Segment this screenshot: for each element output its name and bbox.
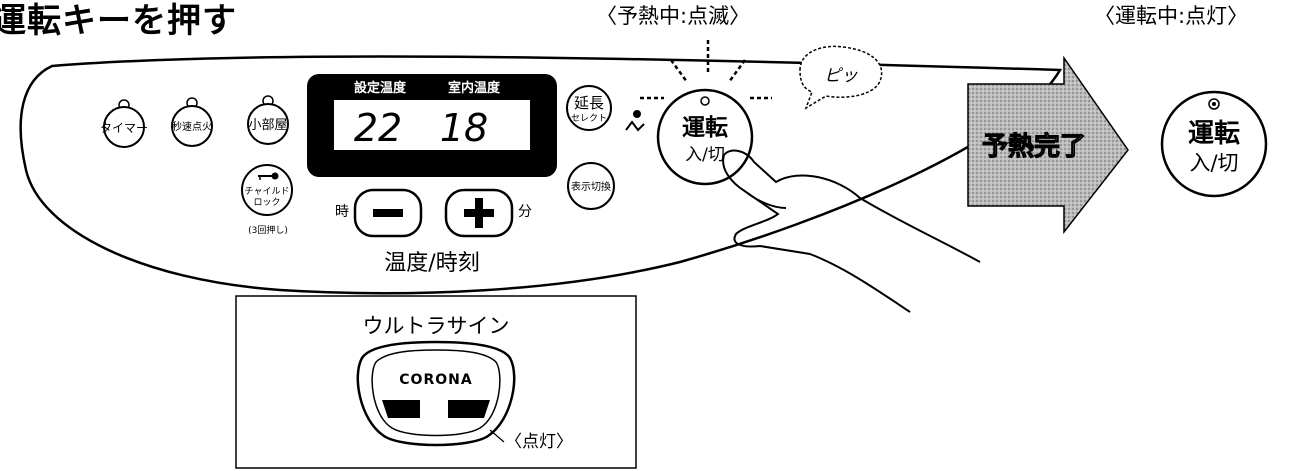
brand-logo: CORONA xyxy=(399,372,472,388)
child-lock-button[interactable]: チャイルド ロック xyxy=(241,164,293,216)
arrow-text: 予熱完了 xyxy=(982,131,1086,162)
extend-label-line2: セレクト xyxy=(571,113,607,124)
indicator-lamp xyxy=(633,110,641,118)
beep-bubble: ピッ xyxy=(799,45,883,110)
key-icon xyxy=(258,172,279,180)
lcd-display: 設定温度 室内温度 22 18 xyxy=(307,74,557,177)
run-key-lit-label-bottom: 入/切 xyxy=(1189,151,1238,175)
beep-text: ピッ xyxy=(824,66,858,86)
plus-button[interactable] xyxy=(444,188,514,238)
minus-button[interactable] xyxy=(353,188,423,238)
set-temp-value: 22 xyxy=(354,106,402,150)
ultrasign-status: 〈点灯〉 xyxy=(505,432,573,452)
run-key-label-top: 運転 xyxy=(682,115,728,141)
quick-ignite-button-label: 秒速点火 xyxy=(172,120,212,133)
extend-label-line1: 延長 xyxy=(574,94,604,112)
ultrasign-box: ウルトラサイン CORONA 〈点灯〉 xyxy=(235,295,637,469)
minus-icon xyxy=(373,209,403,217)
hand-illustration xyxy=(722,149,981,313)
room-temp-label: 室内温度 xyxy=(448,80,501,96)
display-toggle-label: 表示切換 xyxy=(571,180,611,193)
run-key-lit: 運転 入/切 xyxy=(1160,90,1268,198)
run-key-button[interactable]: 運転 入/切 xyxy=(656,88,754,186)
display-toggle-button[interactable]: 表示切換 xyxy=(567,162,615,210)
page-title: 運転キーを押す xyxy=(0,1,237,41)
hour-label: 時 xyxy=(335,204,349,220)
adjust-caption: 温度/時刻 xyxy=(384,251,479,276)
plus-icon xyxy=(464,198,494,228)
run-key-lit-label-top: 運転 xyxy=(1188,119,1240,149)
preheat-complete-arrow: 予熱完了 xyxy=(967,55,1129,235)
flame-icon xyxy=(625,120,645,132)
child-lock-note: (3回押し) xyxy=(248,224,288,236)
small-room-button[interactable]: 小部屋 xyxy=(247,95,289,145)
child-lock-label-line1: チャイルド xyxy=(245,186,290,197)
running-state-caption: 〈運転中:点灯〉 xyxy=(1094,4,1249,28)
small-room-button-label: 小部屋 xyxy=(248,118,287,133)
quick-ignite-button[interactable]: 秒速点火 xyxy=(171,97,213,147)
minute-label: 分 xyxy=(518,204,532,220)
run-key-label-bottom: 入/切 xyxy=(685,145,725,165)
child-lock-label-line2: ロック xyxy=(253,197,280,208)
flashing-rays-icon xyxy=(640,40,772,100)
timer-button[interactable]: タイマー xyxy=(100,99,148,148)
timer-button-label: タイマー xyxy=(100,121,148,135)
preheat-state-caption: 〈予熱中:点滅〉 xyxy=(596,4,751,28)
ultrasign-lamp-lit xyxy=(420,400,448,418)
extend-select-button[interactable]: 延長 セレクト xyxy=(566,85,612,131)
ultrasign-title: ウルトラサイン xyxy=(363,314,510,338)
set-temp-label: 設定温度 xyxy=(354,80,407,96)
room-temp-value: 18 xyxy=(440,106,488,150)
